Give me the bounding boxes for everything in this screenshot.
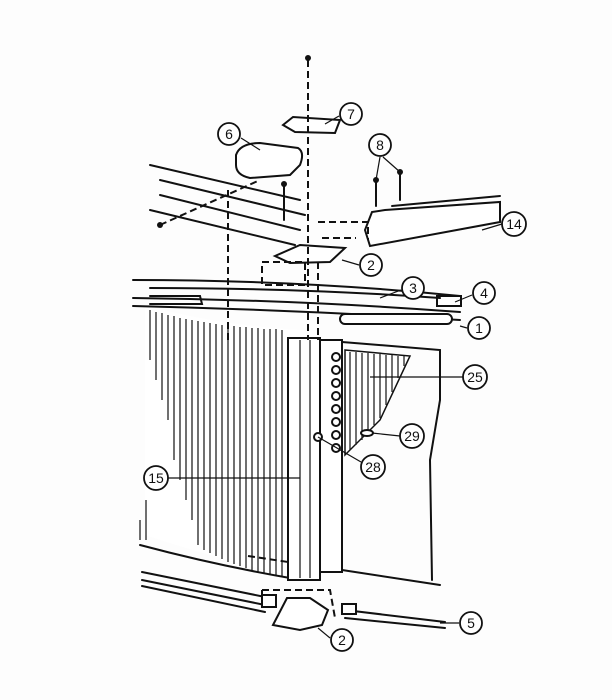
svg-text:2: 2 <box>338 632 346 648</box>
bottom-rail-connector <box>261 594 277 608</box>
callout-7: 7 <box>339 102 363 126</box>
callout-5: 5 <box>459 611 483 635</box>
svg-text:2: 2 <box>367 257 375 273</box>
foot-plate-2 <box>271 597 330 632</box>
svg-text:14: 14 <box>506 216 522 232</box>
svg-text:3: 3 <box>409 280 417 296</box>
svg-text:5: 5 <box>467 615 475 631</box>
svg-text:4: 4 <box>480 285 488 301</box>
pool-wall-right <box>313 341 441 586</box>
bottom-assembly <box>141 571 446 632</box>
callout-28: 28 <box>360 454 386 480</box>
top-ledge-14 <box>363 200 501 248</box>
screw-icon <box>281 181 287 187</box>
rail-connector-4 <box>436 295 462 307</box>
top-plate-2 <box>272 243 348 265</box>
bolt-29 <box>360 429 374 437</box>
top-cap-6 <box>235 141 304 180</box>
callout-6: 6 <box>217 122 241 146</box>
callout-15: 15 <box>143 465 169 491</box>
callout-2-top: 2 <box>359 253 383 277</box>
screw-icon <box>157 222 163 228</box>
svg-text:1: 1 <box>475 320 483 336</box>
svg-text:29: 29 <box>404 428 420 444</box>
pool-wall-liner-left <box>139 305 300 579</box>
svg-text:8: 8 <box>376 137 384 153</box>
rail-1 <box>339 313 453 325</box>
callout-14: 14 <box>501 211 527 237</box>
callout-3: 3 <box>401 276 425 300</box>
top-plate-7 <box>281 115 342 135</box>
screw-icon <box>305 55 311 61</box>
callout-25: 25 <box>462 364 488 390</box>
callout-1: 1 <box>467 316 491 340</box>
svg-text:25: 25 <box>467 369 483 385</box>
callout-29: 29 <box>399 423 425 449</box>
svg-text:6: 6 <box>225 126 233 142</box>
callout-4: 4 <box>472 281 496 305</box>
leader-lines <box>168 115 503 639</box>
svg-text:7: 7 <box>347 106 355 122</box>
bottom-rail-5 <box>341 603 357 615</box>
top-assembly <box>149 115 501 265</box>
svg-text:28: 28 <box>365 459 381 475</box>
callout-2-bottom: 2 <box>330 628 354 652</box>
svg-text:15: 15 <box>148 470 164 486</box>
callout-8: 8 <box>368 133 392 157</box>
